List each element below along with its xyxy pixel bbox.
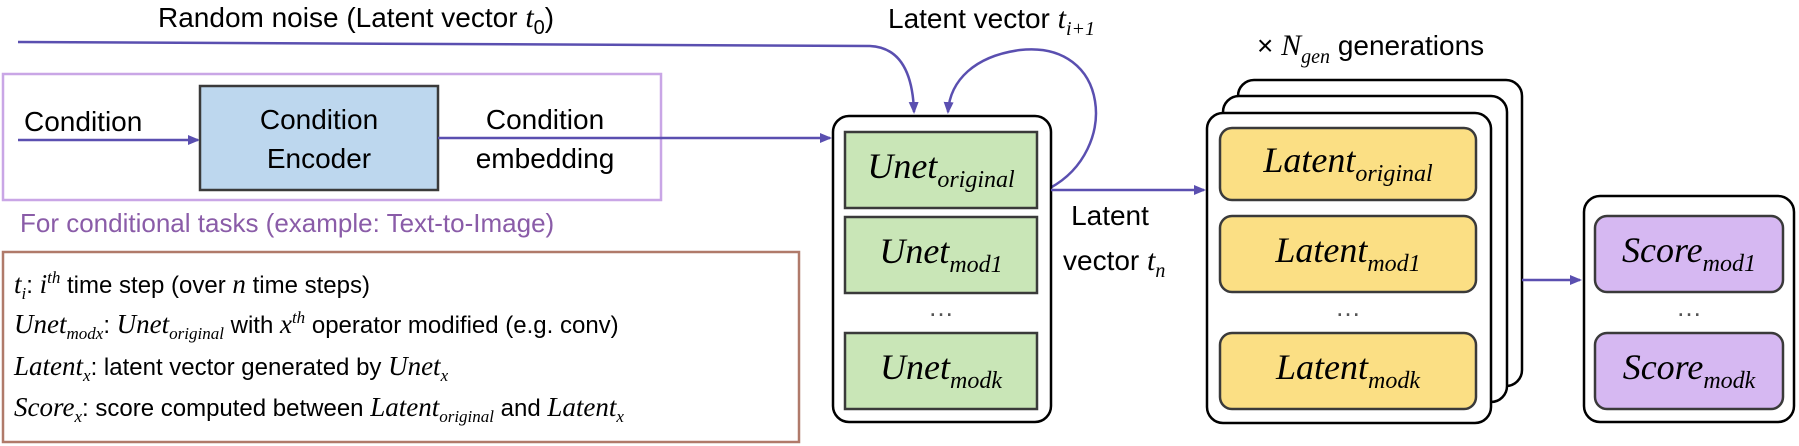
latent-original-box [1218, 126, 1478, 202]
generations-label: × Ngen generations [1257, 29, 1484, 68]
latent-modk-label: Latentmodk [1275, 347, 1420, 394]
condition-encoder-box [198, 84, 440, 192]
unet-mod1-label: Unetmod1 [879, 231, 1002, 278]
condition-embedding-label-1: Condition [486, 104, 604, 135]
random-noise-arrow [17, 40, 919, 114]
unet-modk-label: Unetmodk [880, 347, 1002, 394]
unet-original-label: Unetoriginal [867, 146, 1015, 193]
score-mod1-box [1593, 214, 1785, 294]
score-ellipsis: … [1676, 292, 1702, 322]
latent-vector-next-label: Latent vector ti+1 [888, 2, 1095, 40]
score-mod1-label: Scoremod1 [1622, 230, 1756, 277]
latent-tn-label-1: Latent [1071, 200, 1149, 231]
unet-mod1-box [843, 215, 1039, 295]
score-modk-box [1593, 331, 1785, 411]
conditional-tasks-caption: For conditional tasks (example: Text-to-… [20, 208, 554, 238]
random-noise-label: Random noise (Latent vector t0) [158, 1, 554, 39]
legend-line-score: Scorex: score computed between Latentori… [14, 392, 624, 426]
unet-original-box [843, 130, 1039, 210]
latent-original-label: Latentoriginal [1262, 140, 1433, 187]
condition-input-label: Condition [24, 106, 142, 137]
legend-line-time-step: ti: ith time step (over n time steps) [14, 268, 370, 303]
score-modk-label: Scoremodk [1623, 347, 1756, 394]
condition-encoder-label-2: Encoder [267, 143, 371, 174]
unet-ellipsis: … [928, 292, 954, 322]
legend-line-unet-mod: Unetmodx: Unetoriginal with xth operator… [14, 308, 619, 343]
legend-line-latent: Latentx: latent vector generated by Unet… [13, 351, 449, 385]
condition-encoder-label-1: Condition [260, 104, 378, 135]
feedback-loop-arrow [943, 48, 1098, 190]
latent-modk-box [1218, 331, 1478, 411]
latent-ellipsis: … [1335, 292, 1361, 322]
condition-embedding-label-2: embedding [476, 143, 615, 174]
latent-mod1-label: Latentmod1 [1274, 230, 1420, 277]
latent-mod1-box [1218, 214, 1478, 294]
latent-tn-label-2: vector tn [1063, 244, 1165, 282]
legend-box [1, 250, 801, 444]
unet-modk-box [843, 331, 1039, 411]
